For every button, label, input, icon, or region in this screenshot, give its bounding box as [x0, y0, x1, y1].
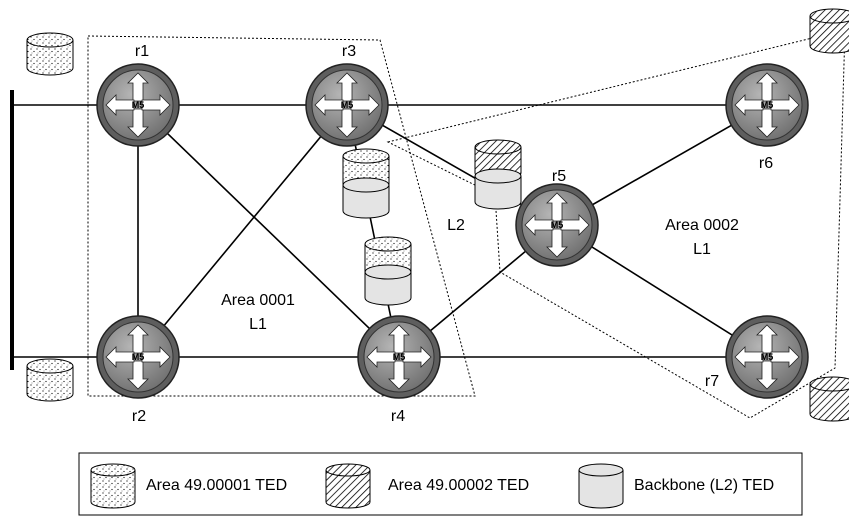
router-label-r2: r2	[132, 408, 146, 425]
router-r6-icon	[725, 63, 809, 147]
router-r4-icon	[357, 315, 441, 399]
area-0001-label: Area 0001	[221, 292, 295, 309]
router-label-r4: r4	[391, 408, 405, 425]
area-0001-boundary	[87, 35, 476, 397]
area-0002-label: Area 0002	[665, 217, 739, 234]
router-r7-icon	[725, 315, 809, 399]
router-label-r3: r3	[342, 43, 356, 60]
ted-r7-hatch	[809, 376, 849, 422]
router-label-r7: r7	[705, 373, 719, 390]
ted-r5-stack	[474, 139, 522, 210]
legend-label-hatch: Area 49.00002 TED	[388, 477, 529, 494]
ted-r4-stack	[364, 236, 412, 306]
router-label-r1: r1	[135, 43, 149, 60]
legend-swatch-plain	[578, 463, 624, 509]
legend-swatch-dots	[90, 463, 136, 509]
legend-label-plain: Backbone (L2) TED	[634, 477, 774, 494]
area-0001-level: L1	[249, 316, 267, 333]
router-r1-icon	[96, 63, 180, 147]
ted-r3-stack	[342, 148, 390, 219]
backbone-label: L2	[447, 217, 465, 234]
ted-r1-dots	[26, 32, 74, 76]
link-r1-r4	[137, 104, 400, 358]
legend-label-dots: Area 49.00001 TED	[146, 477, 287, 494]
legend-box	[78, 452, 803, 516]
area-0002-level: L1	[693, 241, 711, 258]
router-r5-icon	[515, 183, 599, 267]
router-r2-icon	[96, 315, 180, 399]
legend-swatch-hatch	[325, 463, 371, 509]
link-r3-r4	[346, 104, 400, 358]
router-label-r6: r6	[759, 155, 773, 172]
ted-r6-hatch	[809, 8, 849, 54]
router-r3-icon	[305, 63, 389, 147]
ted-r2-dots	[26, 358, 74, 402]
router-label-r5: r5	[552, 168, 566, 185]
link-r2-r3	[137, 104, 348, 358]
